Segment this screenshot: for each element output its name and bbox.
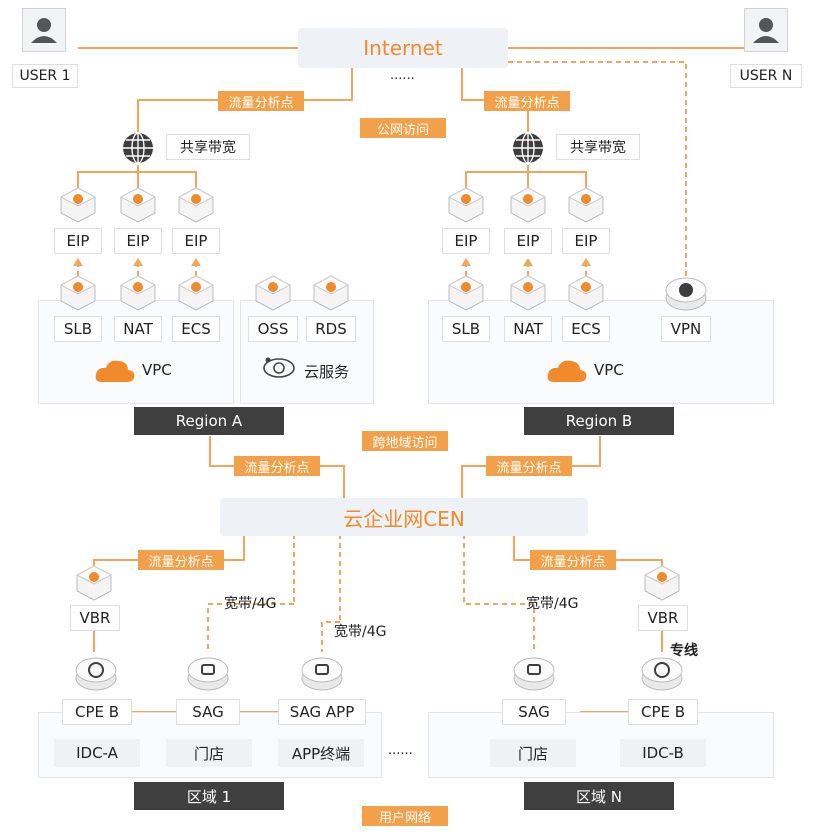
sag-puck-icon	[187, 657, 229, 691]
broadband-label-2: 宽带/4G	[334, 624, 387, 640]
zone-1-site-idc-a: IDC-A	[54, 739, 140, 767]
broadband-label-1: 宽带/4G	[224, 596, 277, 612]
region-a-shared-bw: 共享带宽	[166, 134, 250, 160]
ecs-gem-icon	[177, 275, 215, 311]
public-access-tag: 公网访问	[360, 118, 446, 138]
region-b-bar: Region B	[524, 407, 674, 435]
flow-point-mid-left: 流量分析点	[234, 456, 320, 476]
cen-label: 云企业网CEN	[343, 506, 465, 531]
region-a-nat: NAT	[114, 316, 162, 342]
user-n-label: USER N	[730, 64, 802, 88]
region-a-slb: SLB	[54, 316, 102, 342]
dedicated-line-label: 专线	[670, 643, 698, 659]
internet-ellipsis: ......	[390, 68, 415, 83]
zone-1-cpe: CPE B	[62, 699, 132, 725]
region-a-eip-2: EIP	[114, 228, 162, 254]
vbr-gem-icon	[643, 565, 681, 601]
internet-node: Internet	[298, 28, 508, 68]
user-icon	[753, 18, 779, 43]
zone-1-sag: SAG	[176, 699, 240, 725]
vpc-cloud-icon	[95, 360, 135, 382]
zone-ellipsis: ......	[388, 743, 413, 758]
cen-node: 云企业网CEN	[220, 498, 588, 536]
zone-1-site-app: APP终端	[278, 739, 364, 767]
eip-gem-icon	[59, 187, 97, 223]
region-a-bar: Region A	[134, 407, 284, 435]
zone-n-site-idc-b: IDC-B	[620, 739, 706, 767]
eip-gem-icon	[177, 187, 215, 223]
user-n-box	[744, 8, 788, 52]
eip-gem-icon	[567, 187, 605, 223]
globe-icon	[123, 132, 153, 164]
slb-gem-icon	[59, 275, 97, 311]
vbr-right: VBR	[638, 605, 688, 631]
ecs-gem-icon	[567, 275, 605, 311]
zone-1-site-store: 门店	[166, 739, 252, 767]
vpc-cloud-icon	[547, 360, 587, 382]
globe-icon	[513, 132, 543, 164]
region-b-vpc-label: VPC	[594, 361, 624, 379]
zone-n-sag: SAG	[502, 699, 566, 725]
region-a-eip-3: EIP	[172, 228, 220, 254]
region-b-vpn: VPN	[661, 316, 711, 342]
zone-1-sag-app: SAG APP	[278, 699, 366, 725]
eip-gem-icon	[509, 187, 547, 223]
broadband-label-3: 宽带/4G	[526, 596, 579, 612]
region-b-eip-1: EIP	[442, 228, 490, 254]
vpn-puck-icon	[665, 277, 707, 311]
region-a-ecs: ECS	[172, 316, 220, 342]
vbr-gem-icon	[75, 565, 113, 601]
user-icon	[31, 18, 57, 43]
eip-gem-icon	[447, 187, 485, 223]
user-1-label: USER 1	[12, 64, 78, 88]
flow-point-top-left: 流量分析点	[218, 91, 304, 111]
cpe-puck-icon	[75, 657, 117, 691]
region-a-rds: RDS	[306, 316, 356, 342]
rds-gem-icon	[312, 275, 350, 311]
flow-point-bottom-left: 流量分析点	[138, 550, 224, 570]
region-a-vpc-label: VPC	[142, 361, 172, 379]
nat-gem-icon	[509, 275, 547, 311]
region-b-nat: NAT	[504, 316, 552, 342]
region-a-cloud-service-label: 云服务	[304, 363, 350, 381]
flow-point-mid-right: 流量分析点	[486, 456, 572, 476]
zone-1-bar: 区域 1	[134, 782, 284, 810]
zone-n-cpe: CPE B	[628, 699, 698, 725]
user-1-box	[22, 8, 66, 52]
cloud-service-icon	[263, 357, 295, 378]
region-b-slb: SLB	[442, 316, 490, 342]
zone-n-panel	[428, 712, 774, 778]
region-b-ecs: ECS	[562, 316, 610, 342]
internet-label: Internet	[363, 36, 443, 60]
flow-point-top-right: 流量分析点	[484, 91, 570, 111]
flow-point-bottom-right: 流量分析点	[530, 550, 616, 570]
cpe-puck-icon	[641, 657, 683, 691]
region-b-eip-2: EIP	[504, 228, 552, 254]
nat-gem-icon	[119, 275, 157, 311]
zone-n-bar: 区域 N	[524, 782, 674, 810]
sag-puck-icon	[513, 657, 555, 691]
slb-gem-icon	[447, 275, 485, 311]
eip-gem-icon	[119, 187, 157, 223]
cross-region-tag: 跨地域访问	[362, 431, 448, 451]
region-b-shared-bw: 共享带宽	[556, 134, 640, 160]
sag-puck-icon	[301, 657, 343, 691]
region-a-oss: OSS	[248, 316, 298, 342]
region-a-eip-1: EIP	[54, 228, 102, 254]
region-b-eip-3: EIP	[562, 228, 610, 254]
vbr-left: VBR	[70, 605, 120, 631]
user-network-tag: 用户网络	[362, 806, 448, 826]
zone-n-site-store: 门店	[490, 739, 576, 767]
oss-gem-icon	[254, 275, 292, 311]
